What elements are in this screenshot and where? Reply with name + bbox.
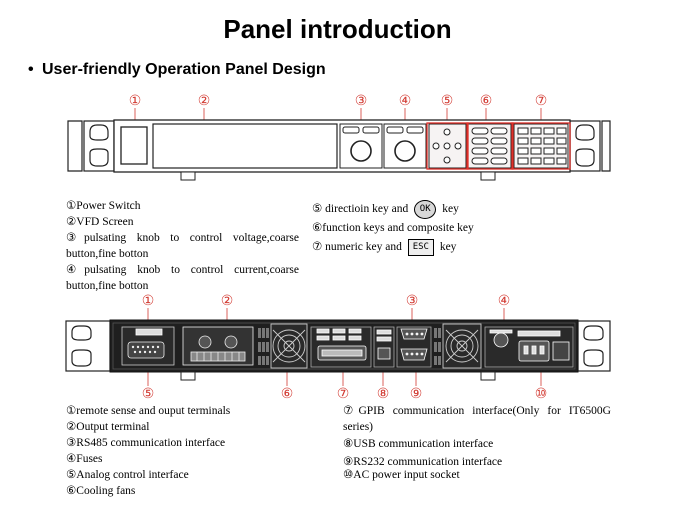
- legend-usb: ⑧USB communication interface: [343, 438, 494, 450]
- legend-fuses: ④Fuses: [66, 453, 103, 465]
- front-panel: ① ② ③ ④ ⑤ ⑥ ⑦: [67, 94, 611, 181]
- esc-key-icon: ESC: [407, 239, 434, 256]
- rear-panel: ① ② ③ ④ ⑤ ⑥ ⑦ ⑧ ⑨ ⑩: [65, 294, 611, 402]
- legend-function-keys: ⑥function keys and composite key: [312, 222, 474, 235]
- direction-keys: [428, 123, 467, 169]
- current-knob: [394, 140, 416, 162]
- rear-bottom-markers: ⑤ ⑥ ⑦ ⑧ ⑨ ⑩: [142, 387, 548, 402]
- legend-cooling-fans: ⑥Cooling fans: [66, 485, 136, 497]
- rear-feet: [180, 371, 496, 381]
- legend-ac-socket: ⑩AC power input socket: [343, 469, 460, 481]
- ok-key-icon: OK: [414, 200, 437, 219]
- legend-power-switch: ①Power Switch: [66, 200, 141, 212]
- voltage-knob: [350, 140, 372, 162]
- rear-top-markers: ① ② ③ ④: [142, 294, 511, 309]
- page-title: Panel introduction: [223, 14, 452, 44]
- front-marker-3: ③: [355, 94, 368, 109]
- rear-marker-2: ②: [221, 294, 234, 309]
- rs232-rs485-interface: [396, 326, 432, 368]
- rear-vents-right: [434, 328, 441, 365]
- numeric-keys: [513, 123, 569, 169]
- legend-numeric-key: ⑦ numeric key and ESC key: [312, 238, 512, 257]
- front-rack-ear-left: [67, 120, 115, 172]
- front-marker-7: ⑦: [535, 94, 548, 109]
- legend-direction-text: ⑤ directioin key and: [312, 203, 409, 216]
- front-legend-right: ⑤ directioin key and OK key ⑥function keys…: [312, 200, 512, 266]
- rear-rack-ear-right: [577, 320, 611, 372]
- rear-legend-left: ①remote sense and ouput terminals ②Outpu…: [66, 403, 306, 497]
- analog-interface: [121, 326, 175, 366]
- front-marker-4: ④: [399, 94, 412, 109]
- front-rack-ear-right: [569, 120, 611, 172]
- legend-numeric-text: ⑦ numeric key and: [312, 241, 402, 254]
- front-marker-5: ⑤: [441, 94, 454, 109]
- output-terminal: [182, 326, 254, 366]
- bullet-text: User-friendly Operation Panel Design: [42, 61, 326, 78]
- legend-voltage-knob: ③pulsating knob to control voltage,coars…: [66, 232, 299, 260]
- rear-marker-5: ⑤: [142, 387, 155, 402]
- legend-vfd-screen: ②VFD Screen: [66, 216, 134, 228]
- gpib-interface: [310, 326, 372, 368]
- rear-rack-ear-left: [65, 320, 111, 372]
- fuse-and-ac-socket: [484, 326, 574, 368]
- front-marker-1: ①: [129, 94, 142, 109]
- vfd-screen: [152, 123, 338, 169]
- fuse-holder: [493, 332, 509, 348]
- front-highlights: [426, 122, 571, 170]
- rear-marker-1: ①: [142, 294, 155, 309]
- cooling-fan-right: [442, 323, 482, 369]
- front-markers: ① ② ③ ④ ⑤ ⑥ ⑦: [129, 94, 548, 109]
- legend-direction-suffix: key: [442, 203, 459, 216]
- front-legend-left: ①Power Switch ②VFD Screen ③pulsating kno…: [66, 198, 299, 292]
- rear-marker-3: ③: [406, 294, 419, 309]
- rear-legend-right: ⑦GPIB communication interface(Only for I…: [343, 403, 611, 483]
- legend-remote-sense: ①remote sense and ouput terminals: [66, 405, 231, 417]
- rear-marker-10: ⑩: [535, 387, 548, 402]
- rear-marker-7: ⑦: [337, 387, 350, 402]
- bullet-dot: •: [28, 61, 34, 78]
- front-marker-6: ⑥: [480, 94, 493, 109]
- voltage-knob-group: [339, 123, 383, 169]
- current-knob-group: [383, 123, 427, 169]
- legend-gpib: ⑦GPIB communication interface(Only for I…: [343, 405, 611, 433]
- power-switch: [120, 126, 148, 165]
- rear-marker-9: ⑨: [410, 387, 423, 402]
- cooling-fan-left: [270, 323, 308, 369]
- legend-analog: ⑤Analog control interface: [66, 469, 189, 481]
- function-keys: [467, 123, 512, 169]
- legend-output-terminal: ②Output terminal: [66, 421, 150, 433]
- legend-current-knob: ④pulsating knob to control current,coars…: [66, 264, 299, 292]
- legend-direction-key: ⑤ directioin key and OK key: [312, 200, 512, 219]
- front-marker-2: ②: [198, 94, 211, 109]
- rear-marker-6: ⑥: [281, 387, 294, 402]
- usb-interface: [373, 326, 395, 368]
- front-feet: [180, 171, 496, 181]
- legend-numeric-suffix: key: [439, 241, 457, 254]
- rear-marker-8: ⑧: [377, 387, 390, 402]
- legend-rs485: ③RS485 communication interface: [66, 437, 226, 449]
- legend-rs232: ⑨RS232 communication interface: [343, 456, 503, 468]
- rear-marker-4: ④: [498, 294, 511, 309]
- bullet-point: • User-friendly Operation Panel Design: [28, 61, 326, 79]
- rear-vents-left: [258, 328, 269, 365]
